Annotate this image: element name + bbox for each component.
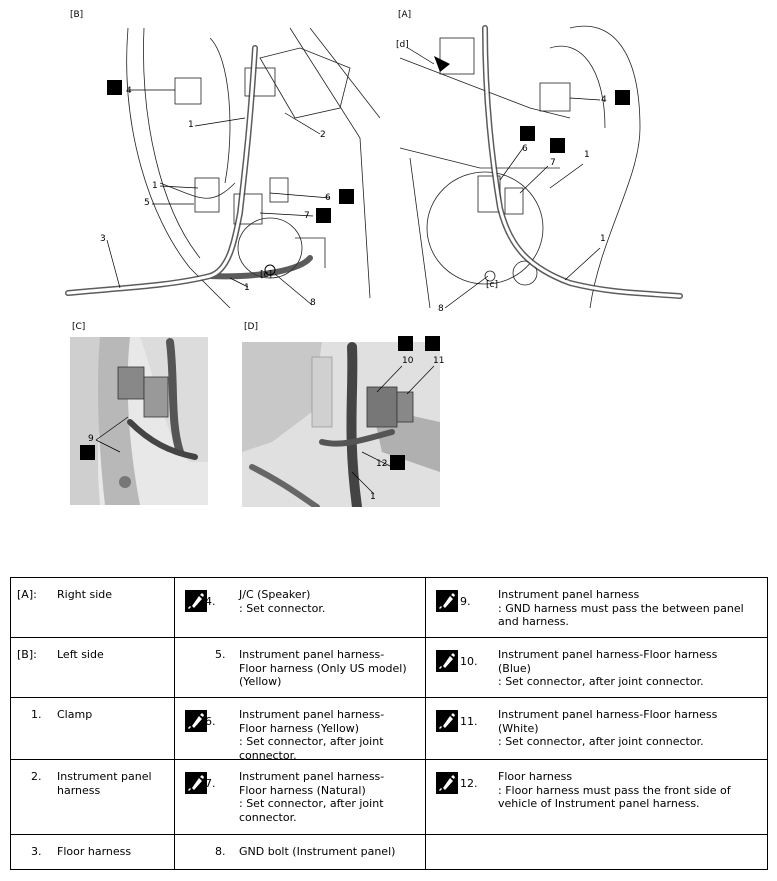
legend-item-number: [B]: xyxy=(17,648,37,662)
legend-item-text: Instrument panel harness- Floor harness … xyxy=(239,708,385,762)
legend-item-number: 11. xyxy=(460,715,478,729)
callout-d-1: 1 xyxy=(370,492,376,502)
figure-c: [C] 9 xyxy=(70,322,210,507)
legend-cell: 9. Instrument panel harness : GND harness… xyxy=(425,576,768,639)
legend-item-text: Instrument panel harness- Floor harness … xyxy=(239,770,385,824)
legend-cell: 2. Instrument panel harness xyxy=(10,759,175,835)
callout-b-1a: 1 xyxy=(188,120,194,130)
legend-item-number: 4. xyxy=(205,595,216,608)
legend-cell: 7. Instrument panel harness- Floor harnes… xyxy=(174,759,426,835)
callout-a-1b: 1 xyxy=(600,234,606,244)
callout-a-c: [c] xyxy=(486,280,498,290)
callout-a-4: 4 xyxy=(601,95,607,105)
legend-item-number: 7. xyxy=(205,777,216,791)
legend-cell: 10. Instrument panel harness-Floor harnes… xyxy=(425,637,768,699)
callout-b-3: 3 xyxy=(100,234,106,244)
figure-b-left-side: [B] xyxy=(60,8,388,308)
callout-b-7: 7 xyxy=(304,211,310,221)
callout-a-6: 6 xyxy=(522,144,528,154)
legend-cell: 12. Floor harness : Floor harness must pa… xyxy=(425,759,768,835)
legend-item-text: Instrument panel harness-Floor harness (… xyxy=(498,708,718,749)
figure-b-grease-icons xyxy=(107,80,354,223)
callout-b-1c: 1 xyxy=(244,283,250,293)
legend-item-number: 10. xyxy=(460,655,478,669)
figure-a-right-side: [A] xyxy=(390,8,690,314)
grease-pen-icon xyxy=(436,710,458,733)
callout-a-1a: 1 xyxy=(584,150,590,160)
legend-cell: 11. Instrument panel harness-Floor harnes… xyxy=(425,697,768,761)
legend-item-number: 1. xyxy=(31,708,42,722)
figure-d-label: [D] xyxy=(244,322,258,332)
figure-b-label: [B] xyxy=(70,10,84,20)
legend-row: [A]: Right side 4. J/C (Speaker) : Set conn… xyxy=(10,576,768,639)
grease-pen-icon xyxy=(436,772,458,795)
legend-item-text: Floor harness xyxy=(57,844,132,858)
legend-item-text: Clamp xyxy=(57,708,93,722)
legend-table: [A]: Right side 4. J/C (Speaker) : Set conn… xyxy=(10,576,768,871)
legend-cell: 5. Instrument panel harness- Floor harnes… xyxy=(174,637,426,699)
legend-row: 2. Instrument panel harness 7. Instrument p… xyxy=(10,759,768,835)
callout-b-1b: 1 xyxy=(152,181,158,191)
callout-a-8: 8 xyxy=(438,304,444,314)
figure-d-photo xyxy=(242,336,440,507)
callout-b-2: 2 xyxy=(320,130,326,140)
callout-c-9: 9 xyxy=(88,434,94,444)
legend-cell: 3. Floor harness xyxy=(10,833,175,871)
figure-a-label: [A] xyxy=(398,10,412,20)
callout-d-10: 10 xyxy=(402,356,414,366)
figure-b-drawing xyxy=(65,27,381,308)
legend-item-number: 9. xyxy=(460,595,471,608)
figure-d: [D] 10 11 12 1 xyxy=(242,322,445,507)
grease-pen-icon xyxy=(185,772,207,795)
callout-d-12: 12 xyxy=(376,459,388,469)
legend-item-text: Instrument panel harness xyxy=(57,770,152,797)
legend-item-number: 6. xyxy=(205,715,216,729)
legend-cell: 8. GND bolt (Instrument panel) xyxy=(174,833,426,871)
callout-d-11: 11 xyxy=(433,356,445,366)
legend-item-number: [A]: xyxy=(17,588,37,601)
figure-c-photo xyxy=(70,337,208,505)
legend-row: 3. Floor harness 8. GND bolt (Instrument pa… xyxy=(10,833,768,871)
callout-b-8: 8 xyxy=(310,298,316,308)
legend-cell: [A]: Right side xyxy=(10,576,175,639)
callout-a-7: 7 xyxy=(550,158,556,168)
callout-b-5: 5 xyxy=(144,198,150,208)
legend-body: [A]: Right side 4. J/C (Speaker) : Set conn… xyxy=(10,576,768,871)
legend-cell: 6. Instrument panel harness- Floor harnes… xyxy=(174,697,426,762)
callout-b-c: [c] xyxy=(260,270,272,280)
legend-row: [B]: Left side 5. Instrument panel harness-… xyxy=(10,637,768,699)
grease-pen-icon xyxy=(436,650,458,673)
legend-item-text: J/C (Speaker) : Set connector. xyxy=(239,588,326,615)
legend-item-text: GND bolt (Instrument panel) xyxy=(239,844,396,858)
legend-item-number: 3. xyxy=(31,844,42,858)
callout-b-4: 4 xyxy=(126,86,132,96)
grease-pen-icon xyxy=(185,710,207,733)
callout-b-6: 6 xyxy=(325,193,331,203)
legend-item-text: Left side xyxy=(57,648,104,662)
legend-item-text: Instrument panel harness-Floor harness (… xyxy=(498,648,718,689)
legend-item-number: 8. xyxy=(215,844,226,858)
figure-c-label: [C] xyxy=(72,322,86,332)
figure-a-drawing xyxy=(399,25,683,308)
legend-row: 1. Clamp 6. Instrument panel harness- Floor… xyxy=(10,697,768,762)
legend-cell: [B]: Left side xyxy=(10,637,175,699)
legend-item-text: Floor harness : Floor harness must pass … xyxy=(498,770,731,811)
legend-cell: 4. J/C (Speaker) : Set connector. xyxy=(174,576,426,639)
grease-pen-icon xyxy=(185,590,207,612)
legend-item-text: Right side xyxy=(57,588,112,601)
legend-item-number: 5. xyxy=(215,648,226,662)
callout-a-d: [d] xyxy=(396,40,409,50)
legend-item-number: 12. xyxy=(460,777,478,791)
legend-item-number: 2. xyxy=(31,770,42,784)
legend-cell xyxy=(425,833,768,871)
legend-item-text: Instrument panel harness- Floor harness … xyxy=(239,648,407,689)
grease-pen-icon xyxy=(436,590,458,612)
figure-a-grease-icons xyxy=(520,90,630,153)
legend-item-text: Instrument panel harness : GND harness m… xyxy=(498,588,744,628)
legend-cell: 1. Clamp xyxy=(10,697,175,761)
